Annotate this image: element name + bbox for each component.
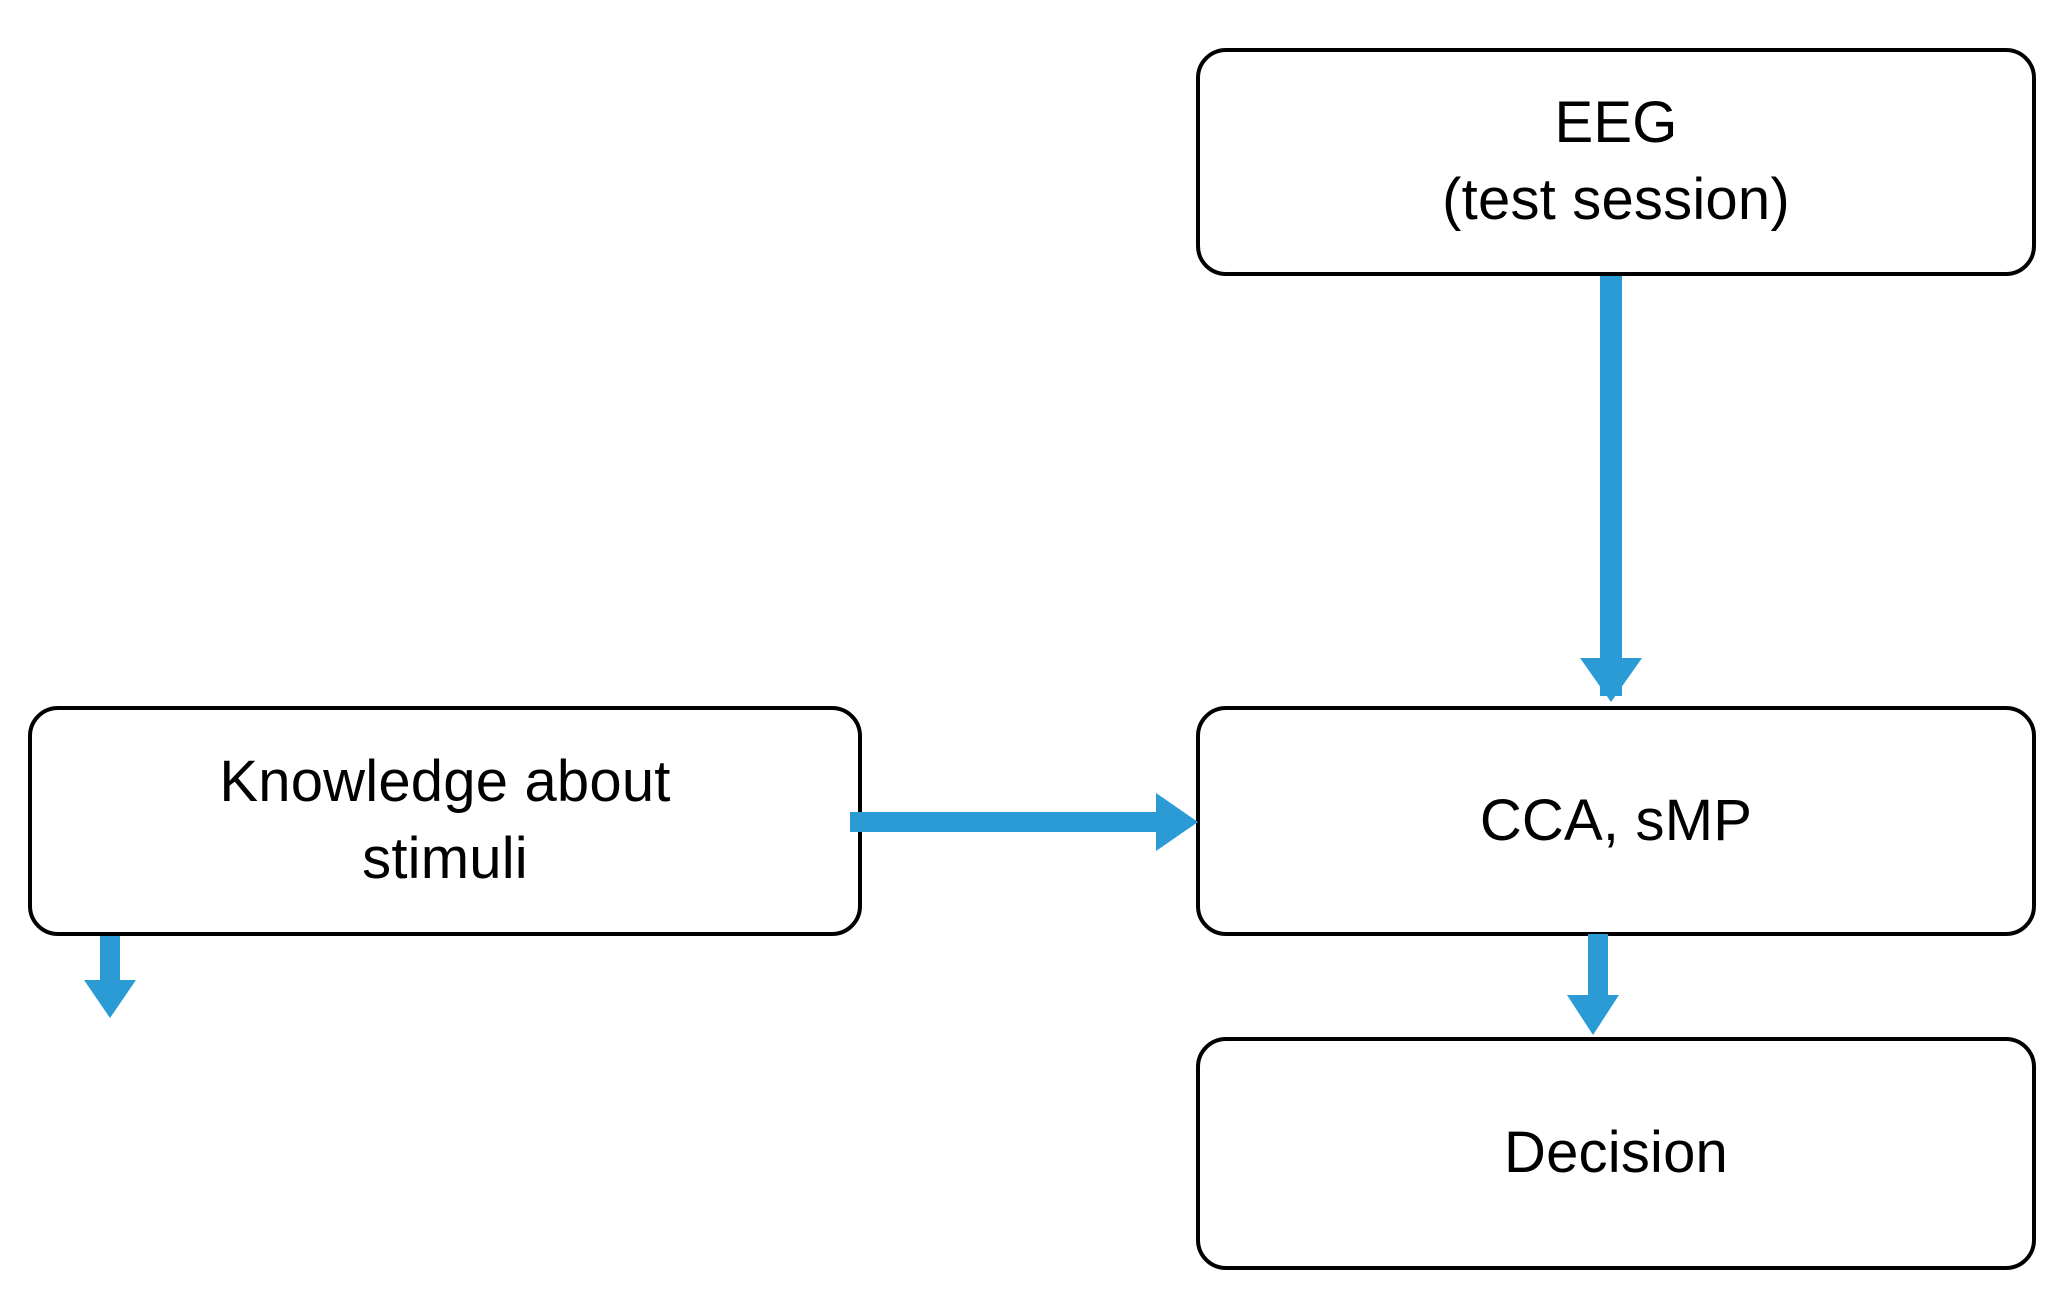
node-knowledge-line-1: Knowledge about — [219, 749, 671, 815]
node-eeg[interactable]: EEG (test session) — [1196, 48, 2036, 276]
node-decision[interactable]: Decision — [1196, 1037, 2036, 1270]
node-eeg-line-2: (test session) — [1442, 167, 1790, 232]
arrow-head-down-icon — [1580, 658, 1642, 702]
node-cca-smp[interactable]: CCA, sMP — [1196, 706, 2036, 936]
node-decision-line-1: Decision — [1503, 1120, 1729, 1186]
node-eeg-line-1: EEG — [1554, 90, 1678, 156]
arrow-head-right-icon — [1156, 793, 1198, 851]
arrow-head-down-icon — [1567, 995, 1619, 1035]
arrow-shaft-vertical — [1600, 276, 1622, 696]
arrow-shaft-vertical — [100, 936, 120, 988]
arrow-shaft-vertical — [1588, 934, 1608, 1006]
node-knowledge-about-stimuli[interactable]: Knowledge about stimuli — [28, 706, 862, 936]
arrow-head-down-icon — [84, 980, 136, 1018]
arrow-shaft-horizontal — [850, 812, 1168, 832]
node-cca-line-1: CCA, sMP — [1479, 787, 1753, 853]
node-knowledge-line-2: stimuli — [362, 826, 528, 891]
